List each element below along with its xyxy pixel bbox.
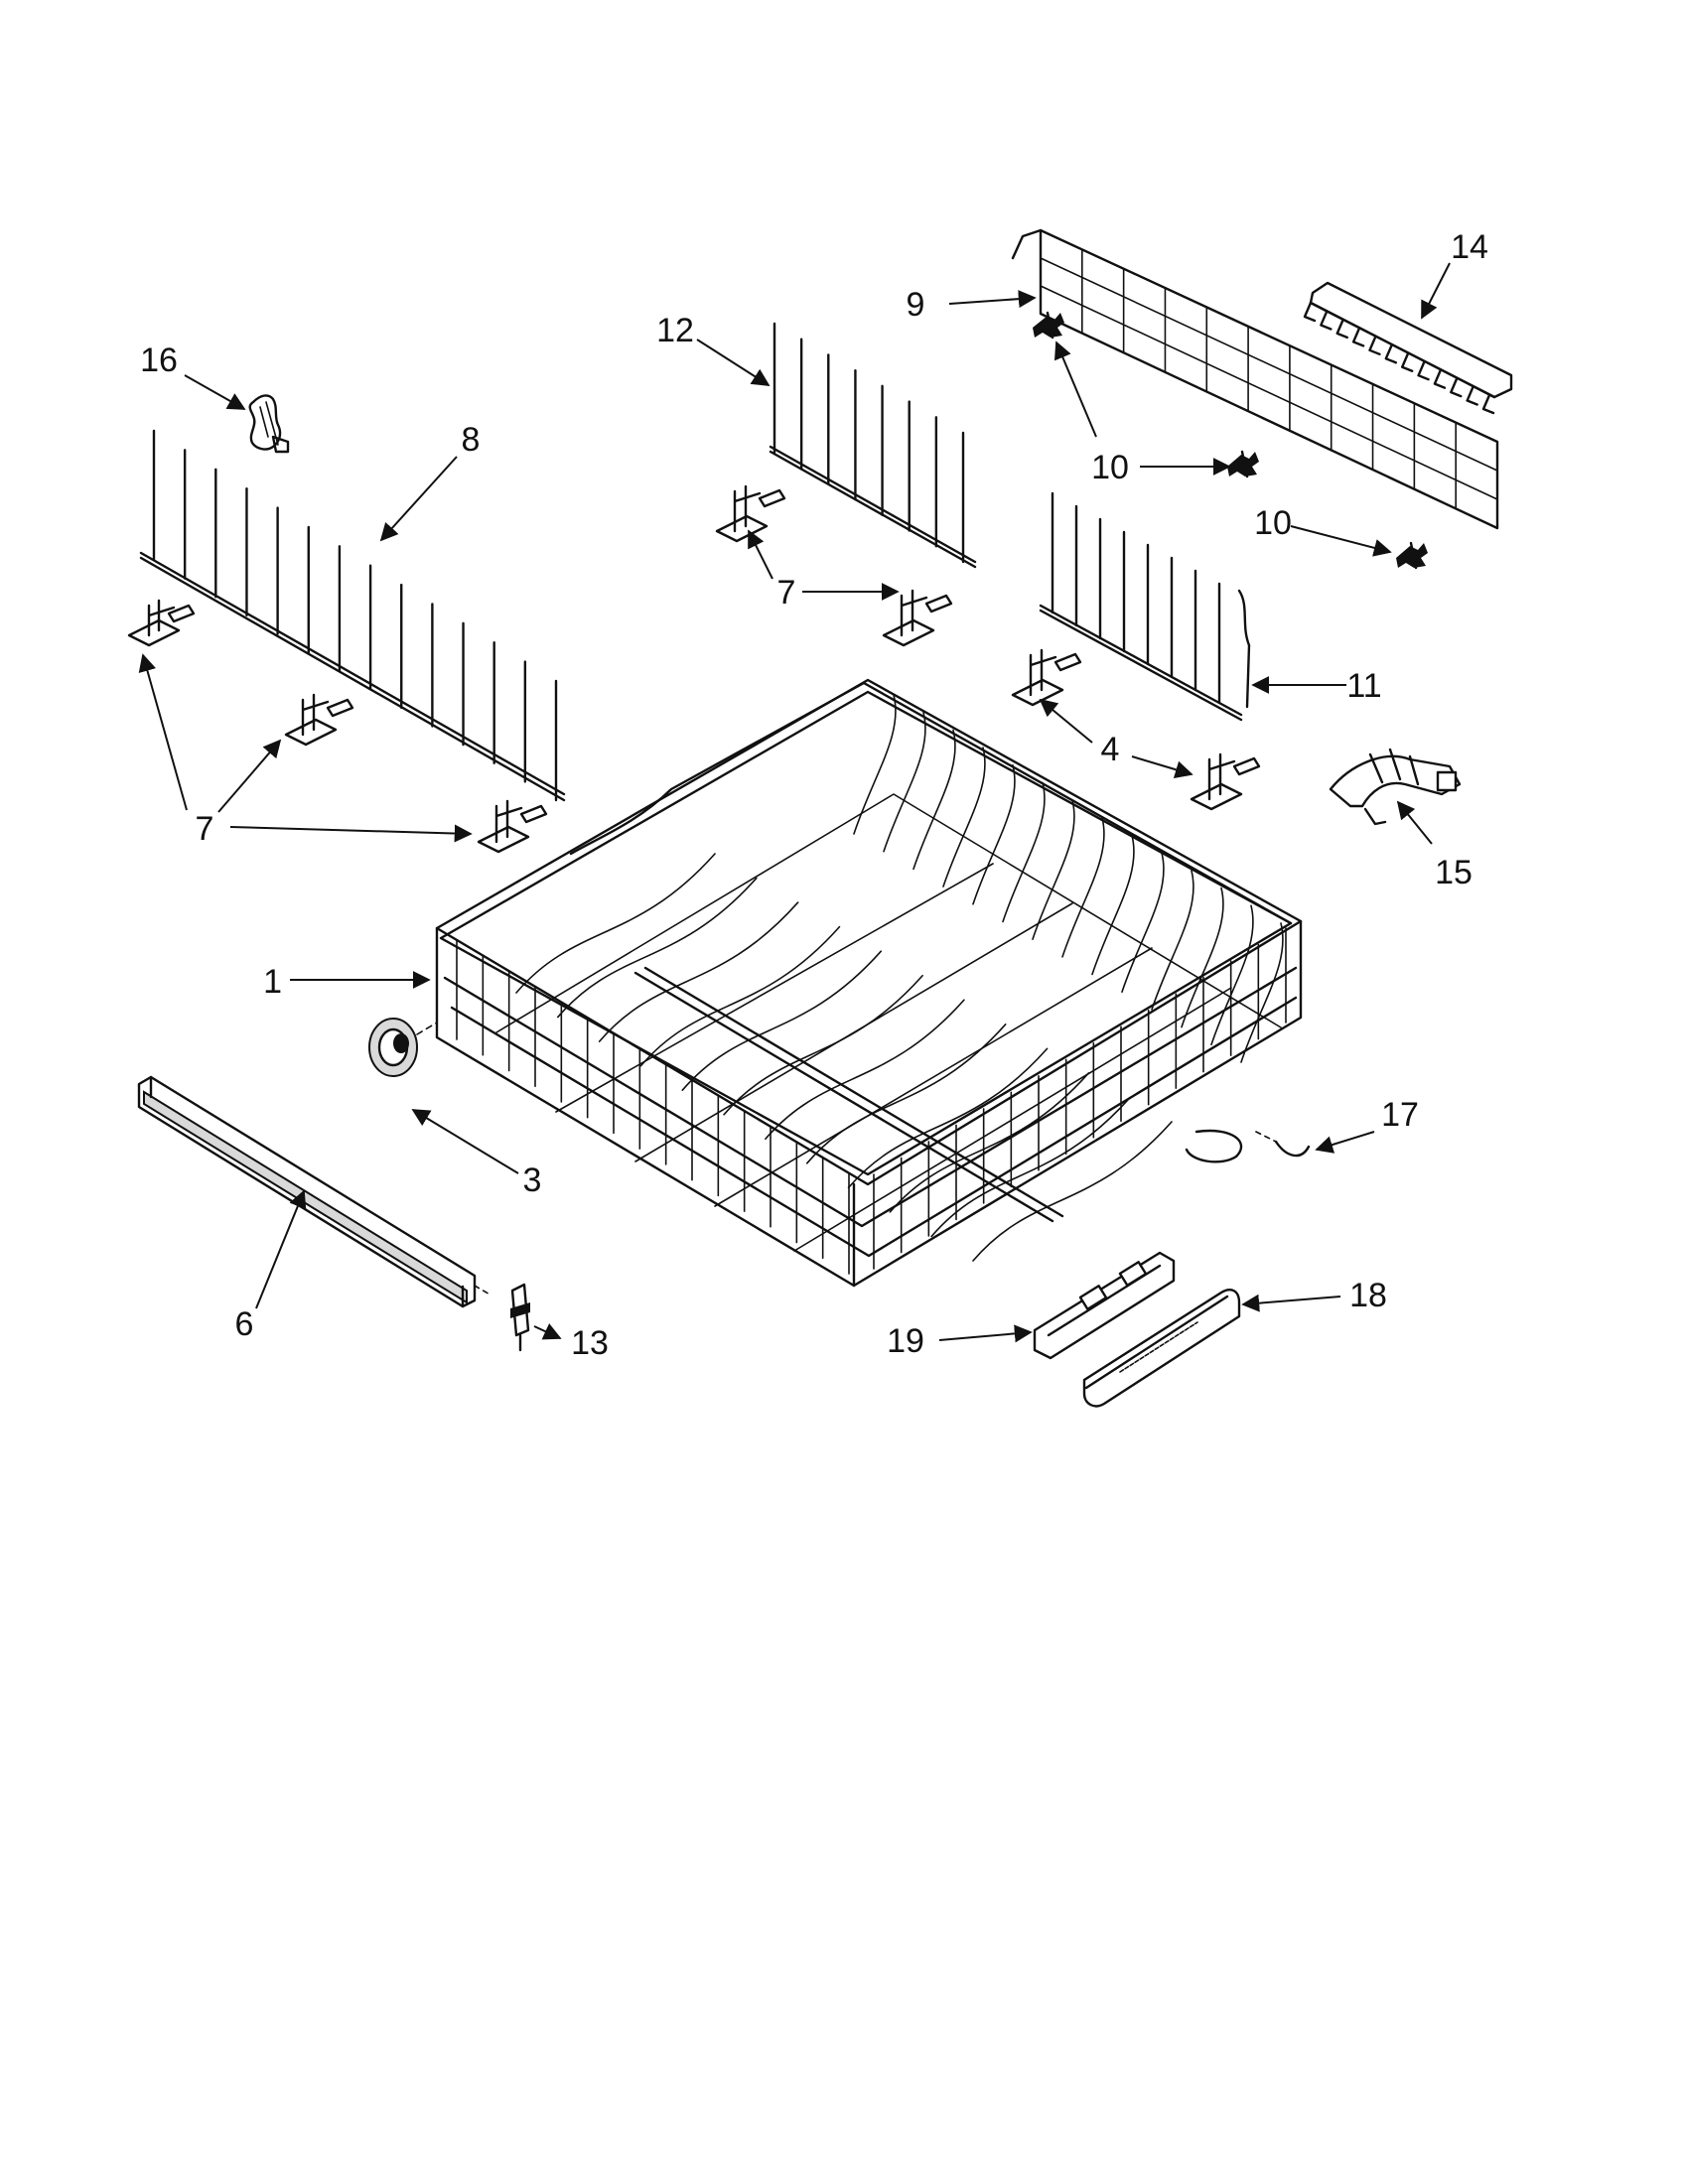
wheel-part-3 xyxy=(368,1018,438,1077)
clip-part-7-c xyxy=(477,799,548,854)
rack-part-1 xyxy=(435,678,1303,1288)
clip-part-17 xyxy=(1255,1131,1311,1158)
callout-11: 11 xyxy=(1346,667,1381,705)
callout-9: 9 xyxy=(907,286,925,324)
callout-14: 14 xyxy=(1451,228,1488,266)
comb-bar-part-14 xyxy=(1303,281,1513,415)
callout-13: 13 xyxy=(571,1324,609,1362)
callout-labels: 1 3 4 6 7 7 8 9 10 10 11 12 13 14 15 16 … xyxy=(140,228,1488,1362)
clip-part-7-d xyxy=(715,484,786,543)
endcap-part-13 xyxy=(510,1283,530,1352)
grid-panel-part-9 xyxy=(1011,228,1499,530)
callout-10-upper: 10 xyxy=(1091,449,1129,486)
handle-cover-part-18 xyxy=(1082,1289,1241,1408)
callout-1: 1 xyxy=(263,963,282,1001)
leader-lines xyxy=(138,262,1451,1343)
callout-16: 16 xyxy=(140,341,178,379)
clip-part-7-b xyxy=(284,693,354,747)
rail-part-6 xyxy=(137,1075,492,1308)
clip-part-10-b xyxy=(1227,450,1259,478)
callout-3: 3 xyxy=(523,1161,542,1199)
clip-part-10-c xyxy=(1396,541,1428,570)
handle-frame-part-19 xyxy=(1033,1251,1176,1360)
callout-15: 15 xyxy=(1435,854,1473,891)
clip-part-10-a xyxy=(1033,311,1064,340)
tine-row-part-11 xyxy=(1039,491,1251,722)
clip-part-7-e xyxy=(882,589,953,647)
clip-part-4-b xyxy=(1190,752,1261,811)
callout-4: 4 xyxy=(1101,731,1120,768)
callout-17: 17 xyxy=(1381,1096,1419,1134)
callout-19: 19 xyxy=(887,1322,924,1360)
callout-6: 6 xyxy=(235,1305,254,1343)
clip-part-4-a xyxy=(1011,648,1082,707)
holder-part-15 xyxy=(1329,748,1462,826)
callout-10-lower: 10 xyxy=(1254,504,1292,542)
tine-row-part-8 xyxy=(139,429,566,802)
clip-part-16 xyxy=(248,394,290,454)
callout-12: 12 xyxy=(656,312,694,349)
callout-18: 18 xyxy=(1349,1277,1387,1314)
callout-7-center: 7 xyxy=(777,574,796,612)
callout-8: 8 xyxy=(462,421,481,459)
clip-part-7-a xyxy=(127,599,196,647)
tine-row-part-12 xyxy=(769,322,977,569)
callout-7-left: 7 xyxy=(196,810,214,848)
